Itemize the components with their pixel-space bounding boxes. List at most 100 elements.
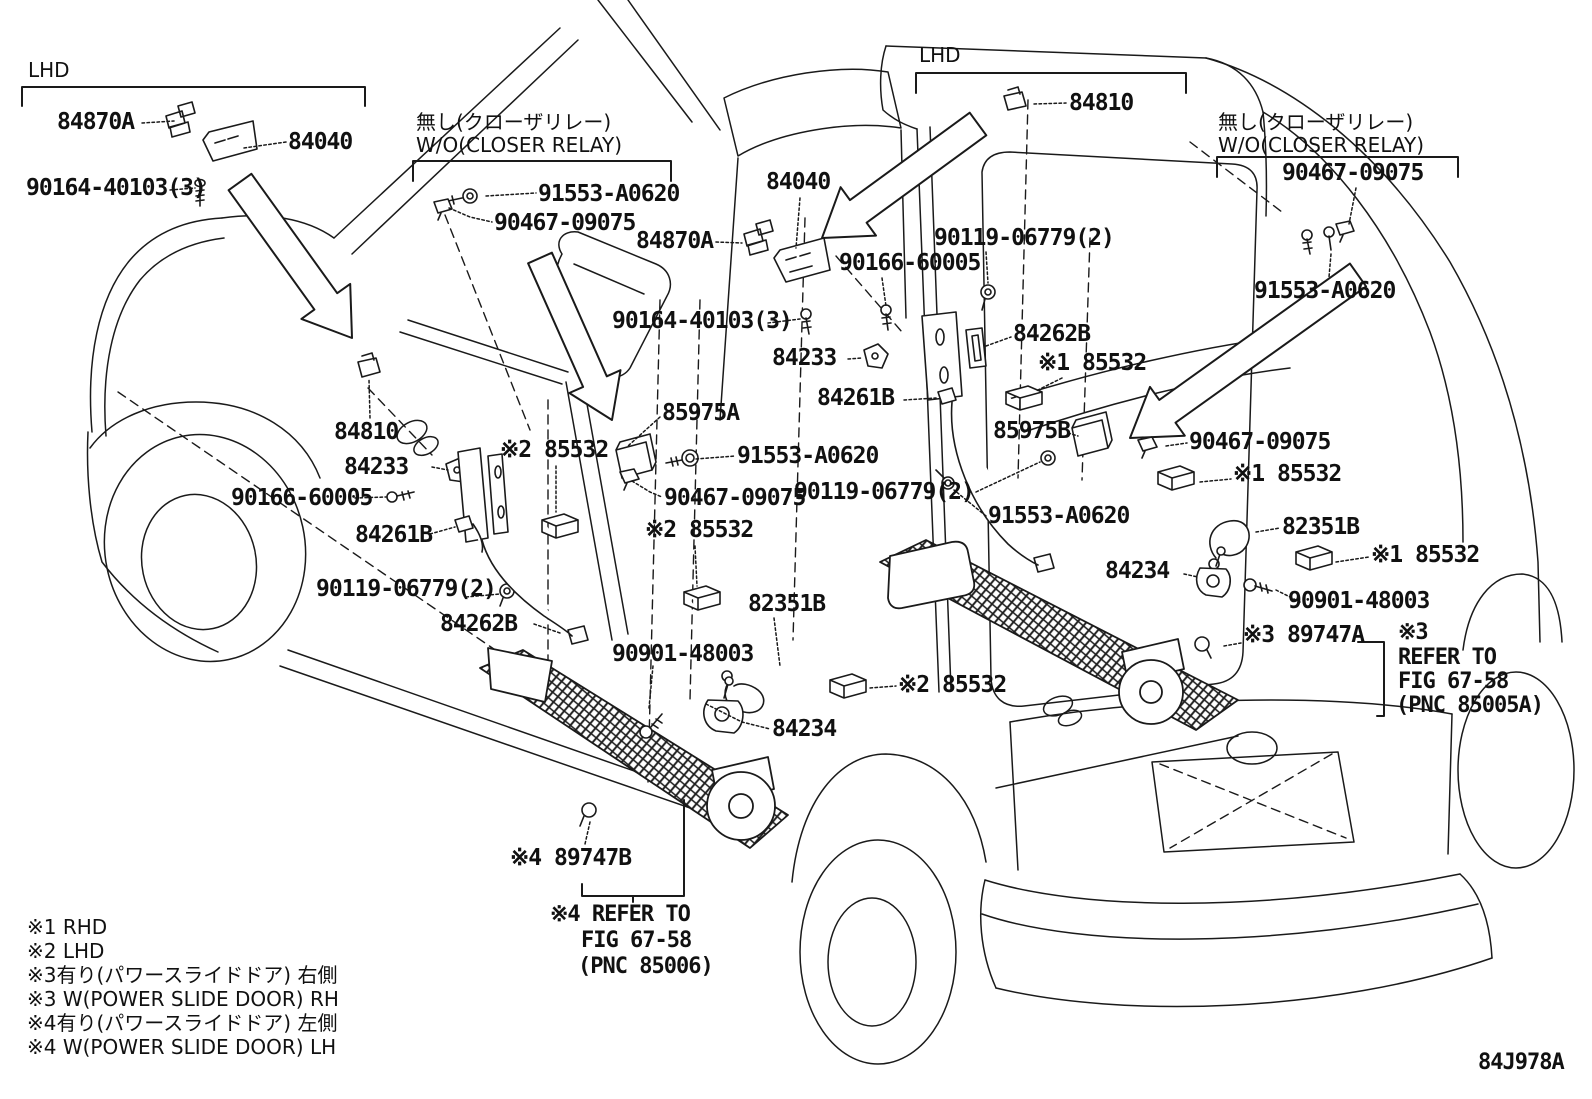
connector-84261B bbox=[937, 387, 957, 405]
label-90467-09075-center: 90467-09075 bbox=[664, 485, 806, 511]
ref-85005a-line3: (PNC 85005A) bbox=[1396, 693, 1544, 718]
switch-84870A bbox=[165, 101, 196, 138]
screw-90901 bbox=[1243, 578, 1273, 594]
label-85532-center2: ※2 85532 bbox=[898, 672, 1007, 698]
label-84810-left: 84810 bbox=[334, 419, 399, 445]
ref-85005a-note: ※3 bbox=[1398, 620, 1429, 645]
label-84870A-center: 84870A bbox=[636, 228, 714, 254]
label-82351B-right: 82351B bbox=[1282, 514, 1360, 540]
label-91553-A0620-right: 91553-A0620 bbox=[1254, 278, 1396, 304]
switch-85975A bbox=[615, 433, 657, 479]
label-85532-center: ※2 85532 bbox=[645, 517, 754, 543]
figure-code: 84J978A bbox=[1478, 1050, 1565, 1075]
label-90467-09075-right: 90467-09075 bbox=[1282, 160, 1424, 186]
clip-90467 bbox=[1137, 436, 1158, 459]
clip-89747B bbox=[581, 802, 597, 818]
note-3-jp: ※3有り(パワースライドドア) 右側 bbox=[27, 963, 338, 987]
bolt-90119 bbox=[980, 284, 996, 311]
direction-arrow bbox=[821, 111, 988, 239]
label-84262B-center: 84262B bbox=[1013, 321, 1091, 347]
label-85532-right2: ※1 85532 bbox=[1371, 542, 1480, 568]
direction-arrow bbox=[1129, 262, 1368, 439]
group-wo-closer-left-en: W/O(CLOSER RELAY) bbox=[416, 133, 623, 157]
relay-85532 bbox=[1295, 545, 1333, 571]
label-84262B-left: 84262B bbox=[440, 611, 518, 637]
group-wo-closer-left-jp: 無し(クローザリレー) bbox=[416, 110, 612, 134]
direction-arrow bbox=[227, 172, 353, 339]
label-85532-right1: ※1 85532 bbox=[1233, 461, 1342, 487]
part-glyphs bbox=[165, 86, 1355, 827]
label-89747A: ※3 89747A bbox=[1243, 622, 1365, 648]
label-90119-06779-center: 90119-06779(2) bbox=[794, 479, 975, 505]
screw-91553 bbox=[1323, 226, 1335, 251]
label-84870A-left: 84870A bbox=[57, 109, 135, 135]
cable-82351B bbox=[1208, 520, 1250, 570]
label-85532-center-rh: ※1 85532 bbox=[1038, 350, 1147, 376]
label-85975A: 85975A bbox=[662, 400, 740, 426]
step-plates bbox=[479, 539, 1239, 849]
screw-90164 bbox=[194, 178, 206, 207]
switch-85975B bbox=[1071, 411, 1113, 457]
label-84234-right: 84234 bbox=[1105, 558, 1170, 584]
label-84261B-left: 84261B bbox=[355, 522, 433, 548]
group-brackets bbox=[21, 72, 1459, 903]
screw-91553 bbox=[935, 469, 955, 490]
note-4-jp: ※4有り(パワースライドドア) 左側 bbox=[27, 1011, 338, 1035]
screw-91553 bbox=[447, 188, 478, 205]
relay-85532 bbox=[829, 673, 867, 699]
label-84233-center: 84233 bbox=[772, 345, 837, 371]
ref-85006-line1: ※4 REFER TO bbox=[550, 902, 691, 927]
label-84040-center: 84040 bbox=[766, 169, 831, 195]
label-90901-48003-center: 90901-48003 bbox=[612, 641, 754, 667]
screw-90166 bbox=[386, 490, 415, 503]
label-90166-60005-top: 90166-60005 bbox=[839, 250, 981, 276]
clip-89747A bbox=[1194, 636, 1210, 652]
relay-85532 bbox=[1005, 385, 1043, 411]
switch-84040 bbox=[773, 237, 831, 283]
relay-85532 bbox=[541, 513, 579, 539]
relay-85532 bbox=[1157, 465, 1195, 491]
bolt-90119 bbox=[1040, 450, 1056, 466]
group-wo-closer-right-en: W/O(CLOSER RELAY) bbox=[1218, 133, 1425, 157]
switch-84810 bbox=[357, 352, 381, 378]
label-90901-48003-right: 90901-48003 bbox=[1288, 588, 1430, 614]
label-90467-09075-midleft: 90467-09075 bbox=[494, 210, 636, 236]
sensor-84234 bbox=[703, 676, 744, 734]
note-1: ※1 RHD bbox=[27, 915, 108, 939]
screw-90901 bbox=[639, 713, 663, 739]
group-wo-closer-right-jp: 無し(クローザリレー) bbox=[1218, 110, 1414, 134]
ref-85006-line3: (PNC 85006) bbox=[578, 954, 714, 979]
cable-84262B bbox=[950, 401, 1055, 573]
switch-84870A bbox=[743, 219, 774, 256]
label-91553-A0620-midleft: 91553-A0620 bbox=[538, 181, 680, 207]
screw-90164 bbox=[800, 308, 812, 335]
label-89747B: ※4 89747B bbox=[510, 845, 632, 871]
ref-85005a-line1: REFER TO bbox=[1398, 645, 1497, 670]
clip-90467 bbox=[619, 468, 640, 491]
ref-85006-line2: FIG 67-58 bbox=[581, 928, 692, 953]
group-lhd-center: LHD bbox=[919, 43, 961, 67]
lock-assembly bbox=[921, 311, 963, 401]
label-91553-A0620-center2: 91553-A0620 bbox=[988, 503, 1130, 529]
direction-arrow bbox=[527, 251, 622, 421]
note-4-en: ※4 W(POWER SLIDE DOOR) LH bbox=[27, 1035, 337, 1059]
switch-84810 bbox=[1003, 86, 1027, 111]
screw-91553 bbox=[665, 449, 699, 467]
label-90119-06779-left: 90119-06779(2) bbox=[316, 576, 497, 602]
sensor-84234 bbox=[1195, 546, 1231, 598]
label-90164-40103-left: 90164-40103(3) bbox=[26, 175, 207, 201]
label-84233-left: 84233 bbox=[344, 454, 409, 480]
label-84810-top: 84810 bbox=[1069, 90, 1134, 116]
label-90119-06779-top: 90119-06779(2) bbox=[934, 225, 1115, 251]
striker-84262B bbox=[965, 327, 987, 369]
label-90166-60005-left: 90166-60005 bbox=[231, 485, 373, 511]
switch-84040 bbox=[202, 120, 258, 162]
label-82351B-center: 82351B bbox=[748, 591, 826, 617]
label-90467-09075-right-mid: 90467-09075 bbox=[1189, 429, 1331, 455]
label-85975B: 85975B bbox=[993, 418, 1071, 444]
screw-90166 bbox=[880, 304, 892, 331]
label-84040-left: 84040 bbox=[288, 129, 353, 155]
